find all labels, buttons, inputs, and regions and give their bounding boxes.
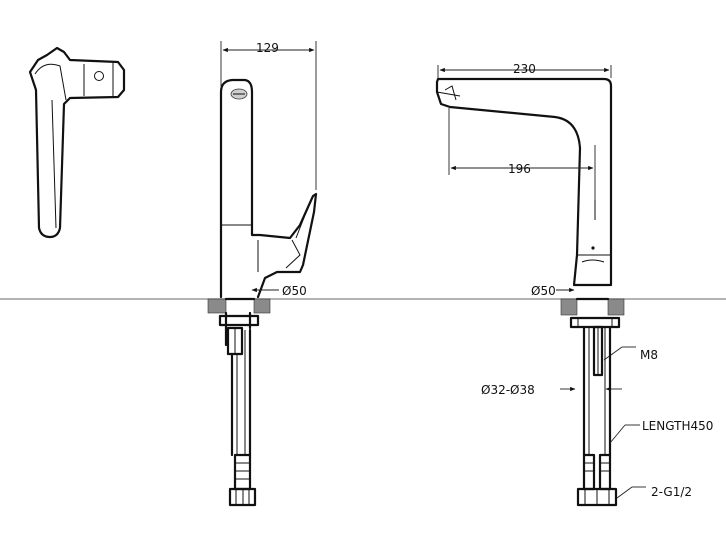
side-base-hatch-right <box>253 298 271 314</box>
dia-50-front-label: Ø50 <box>531 284 556 298</box>
front-view: 230 196 Ø50 M8 Ø32-Ø38 <box>435 62 713 507</box>
dim-230-label: 230 <box>513 62 536 76</box>
length-label: LENGTH450 <box>642 419 713 433</box>
handle-pin-circle <box>94 71 104 81</box>
thread-label: 2-G1/2 <box>651 485 692 499</box>
side-view: 129 Ø50 <box>207 41 318 507</box>
top-view <box>28 46 126 239</box>
m8-label: M8 <box>640 348 658 362</box>
front-base-hatch-right <box>607 298 625 316</box>
dia-50-side-label: Ø50 <box>282 284 307 298</box>
dim-196-label: 196 <box>508 162 531 176</box>
indicator-dot-icon <box>591 246 595 250</box>
front-base-hatch-left <box>560 298 578 316</box>
dim-129-label: 129 <box>256 41 279 55</box>
side-base-hatch-left <box>207 298 227 314</box>
hole-diameter-label: Ø32-Ø38 <box>481 383 535 397</box>
